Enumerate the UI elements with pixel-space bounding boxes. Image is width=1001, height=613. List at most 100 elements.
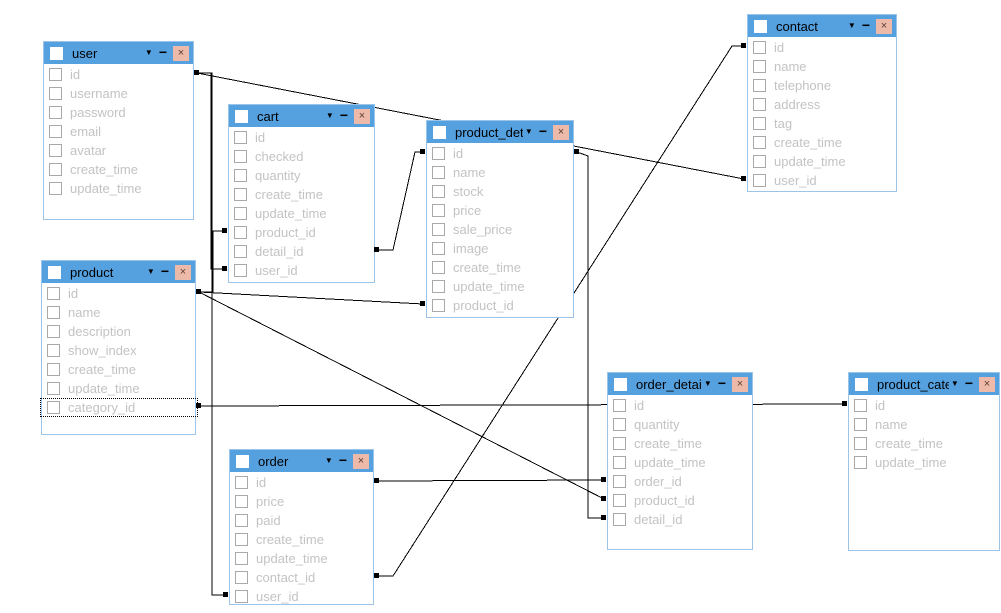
- field-checkbox[interactable]: [234, 226, 247, 239]
- table-header[interactable]: order_detail▼−×: [608, 373, 752, 395]
- field-row-user-username[interactable]: username: [44, 84, 193, 103]
- field-checkbox[interactable]: [432, 299, 445, 312]
- field-checkbox[interactable]: [235, 495, 248, 508]
- chevron-down-icon[interactable]: ▼: [703, 379, 712, 388]
- minimize-icon[interactable]: −: [717, 375, 726, 391]
- field-checkbox[interactable]: [613, 494, 626, 507]
- field-checkbox[interactable]: [753, 41, 766, 54]
- table-checkbox[interactable]: [48, 265, 61, 279]
- field-row-contact-name[interactable]: name: [748, 57, 896, 76]
- field-row-product_detail-sale_price[interactable]: sale_price: [427, 220, 573, 239]
- field-row-product_cate-create_time[interactable]: create_time: [849, 434, 999, 453]
- field-checkbox[interactable]: [234, 264, 247, 277]
- field-row-product_detail-product_id[interactable]: product_id: [427, 296, 573, 315]
- field-row-user-id[interactable]: id: [44, 65, 193, 84]
- field-checkbox[interactable]: [854, 456, 867, 469]
- field-row-cart-create_time[interactable]: create_time: [229, 185, 374, 204]
- field-checkbox[interactable]: [235, 571, 248, 584]
- field-checkbox[interactable]: [432, 242, 445, 255]
- field-row-cart-product_id[interactable]: product_id: [229, 223, 374, 242]
- minimize-icon[interactable]: −: [160, 263, 169, 279]
- close-icon[interactable]: ×: [876, 18, 892, 34]
- table-checkbox[interactable]: [433, 125, 446, 139]
- field-checkbox[interactable]: [753, 117, 766, 130]
- field-checkbox[interactable]: [854, 437, 867, 450]
- field-checkbox[interactable]: [234, 188, 247, 201]
- field-checkbox[interactable]: [49, 106, 62, 119]
- field-checkbox[interactable]: [49, 87, 62, 100]
- chevron-down-icon[interactable]: ▼: [950, 379, 959, 388]
- field-checkbox[interactable]: [854, 418, 867, 431]
- field-checkbox[interactable]: [47, 401, 60, 414]
- field-checkbox[interactable]: [753, 79, 766, 92]
- close-icon[interactable]: ×: [553, 124, 569, 140]
- field-row-cart-detail_id[interactable]: detail_id: [229, 242, 374, 261]
- field-checkbox[interactable]: [613, 456, 626, 469]
- field-checkbox[interactable]: [234, 150, 247, 163]
- field-checkbox[interactable]: [49, 144, 62, 157]
- field-row-cart-checked[interactable]: checked: [229, 147, 374, 166]
- field-row-contact-telephone[interactable]: telephone: [748, 76, 896, 95]
- field-checkbox[interactable]: [613, 475, 626, 488]
- field-row-product_cate-id[interactable]: id: [849, 396, 999, 415]
- field-row-product_detail-update_time[interactable]: update_time: [427, 277, 573, 296]
- minimize-icon[interactable]: −: [338, 452, 347, 468]
- field-checkbox[interactable]: [235, 533, 248, 546]
- field-checkbox[interactable]: [49, 182, 62, 195]
- field-row-cart-quantity[interactable]: quantity: [229, 166, 374, 185]
- field-checkbox[interactable]: [432, 185, 445, 198]
- field-row-contact-update_time[interactable]: update_time: [748, 152, 896, 171]
- field-checkbox[interactable]: [613, 437, 626, 450]
- field-checkbox[interactable]: [234, 169, 247, 182]
- table-header[interactable]: cart▼−×: [229, 105, 374, 127]
- field-row-order-user_id[interactable]: user_id: [230, 587, 373, 606]
- field-checkbox[interactable]: [432, 280, 445, 293]
- table-checkbox[interactable]: [235, 109, 248, 123]
- field-checkbox[interactable]: [753, 155, 766, 168]
- field-checkbox[interactable]: [47, 344, 60, 357]
- field-row-product_detail-stock[interactable]: stock: [427, 182, 573, 201]
- field-checkbox[interactable]: [47, 382, 60, 395]
- field-checkbox[interactable]: [432, 261, 445, 274]
- field-row-product_cate-name[interactable]: name: [849, 415, 999, 434]
- field-row-order-price[interactable]: price: [230, 492, 373, 511]
- table-header[interactable]: user▼−×: [44, 42, 193, 64]
- chevron-down-icon[interactable]: ▼: [847, 21, 856, 30]
- close-icon[interactable]: ×: [732, 376, 748, 392]
- field-row-product_detail-id[interactable]: id: [427, 144, 573, 163]
- field-checkbox[interactable]: [613, 418, 626, 431]
- field-checkbox[interactable]: [47, 325, 60, 338]
- field-row-order_detail-detail_id[interactable]: detail_id: [608, 510, 752, 529]
- minimize-icon[interactable]: −: [538, 123, 547, 139]
- chevron-down-icon[interactable]: ▼: [146, 267, 155, 276]
- field-row-contact-address[interactable]: address: [748, 95, 896, 114]
- table-checkbox[interactable]: [50, 46, 63, 60]
- chevron-down-icon[interactable]: ▼: [144, 48, 153, 57]
- field-row-product-create_time[interactable]: create_time: [42, 360, 195, 379]
- field-row-user-create_time[interactable]: create_time: [44, 160, 193, 179]
- field-row-contact-create_time[interactable]: create_time: [748, 133, 896, 152]
- field-row-product_cate-update_time[interactable]: update_time: [849, 453, 999, 472]
- close-icon[interactable]: ×: [979, 376, 995, 392]
- field-row-cart-user_id[interactable]: user_id: [229, 261, 374, 280]
- close-icon[interactable]: ×: [354, 108, 370, 124]
- field-checkbox[interactable]: [432, 166, 445, 179]
- field-row-product-category_id[interactable]: category_id: [40, 398, 198, 417]
- field-row-product_detail-image[interactable]: image: [427, 239, 573, 258]
- field-row-product-name[interactable]: name: [42, 303, 195, 322]
- field-row-user-email[interactable]: email: [44, 122, 193, 141]
- field-checkbox[interactable]: [47, 306, 60, 319]
- table-checkbox[interactable]: [614, 377, 627, 391]
- field-row-order_detail-create_time[interactable]: create_time: [608, 434, 752, 453]
- table-product_detail[interactable]: product_detail▼−×idnamestockpricesale_pr…: [426, 120, 574, 318]
- field-checkbox[interactable]: [753, 98, 766, 111]
- close-icon[interactable]: ×: [175, 264, 191, 280]
- field-checkbox[interactable]: [613, 513, 626, 526]
- field-checkbox[interactable]: [234, 207, 247, 220]
- field-checkbox[interactable]: [613, 399, 626, 412]
- field-row-product-id[interactable]: id: [42, 284, 195, 303]
- table-checkbox[interactable]: [754, 19, 767, 33]
